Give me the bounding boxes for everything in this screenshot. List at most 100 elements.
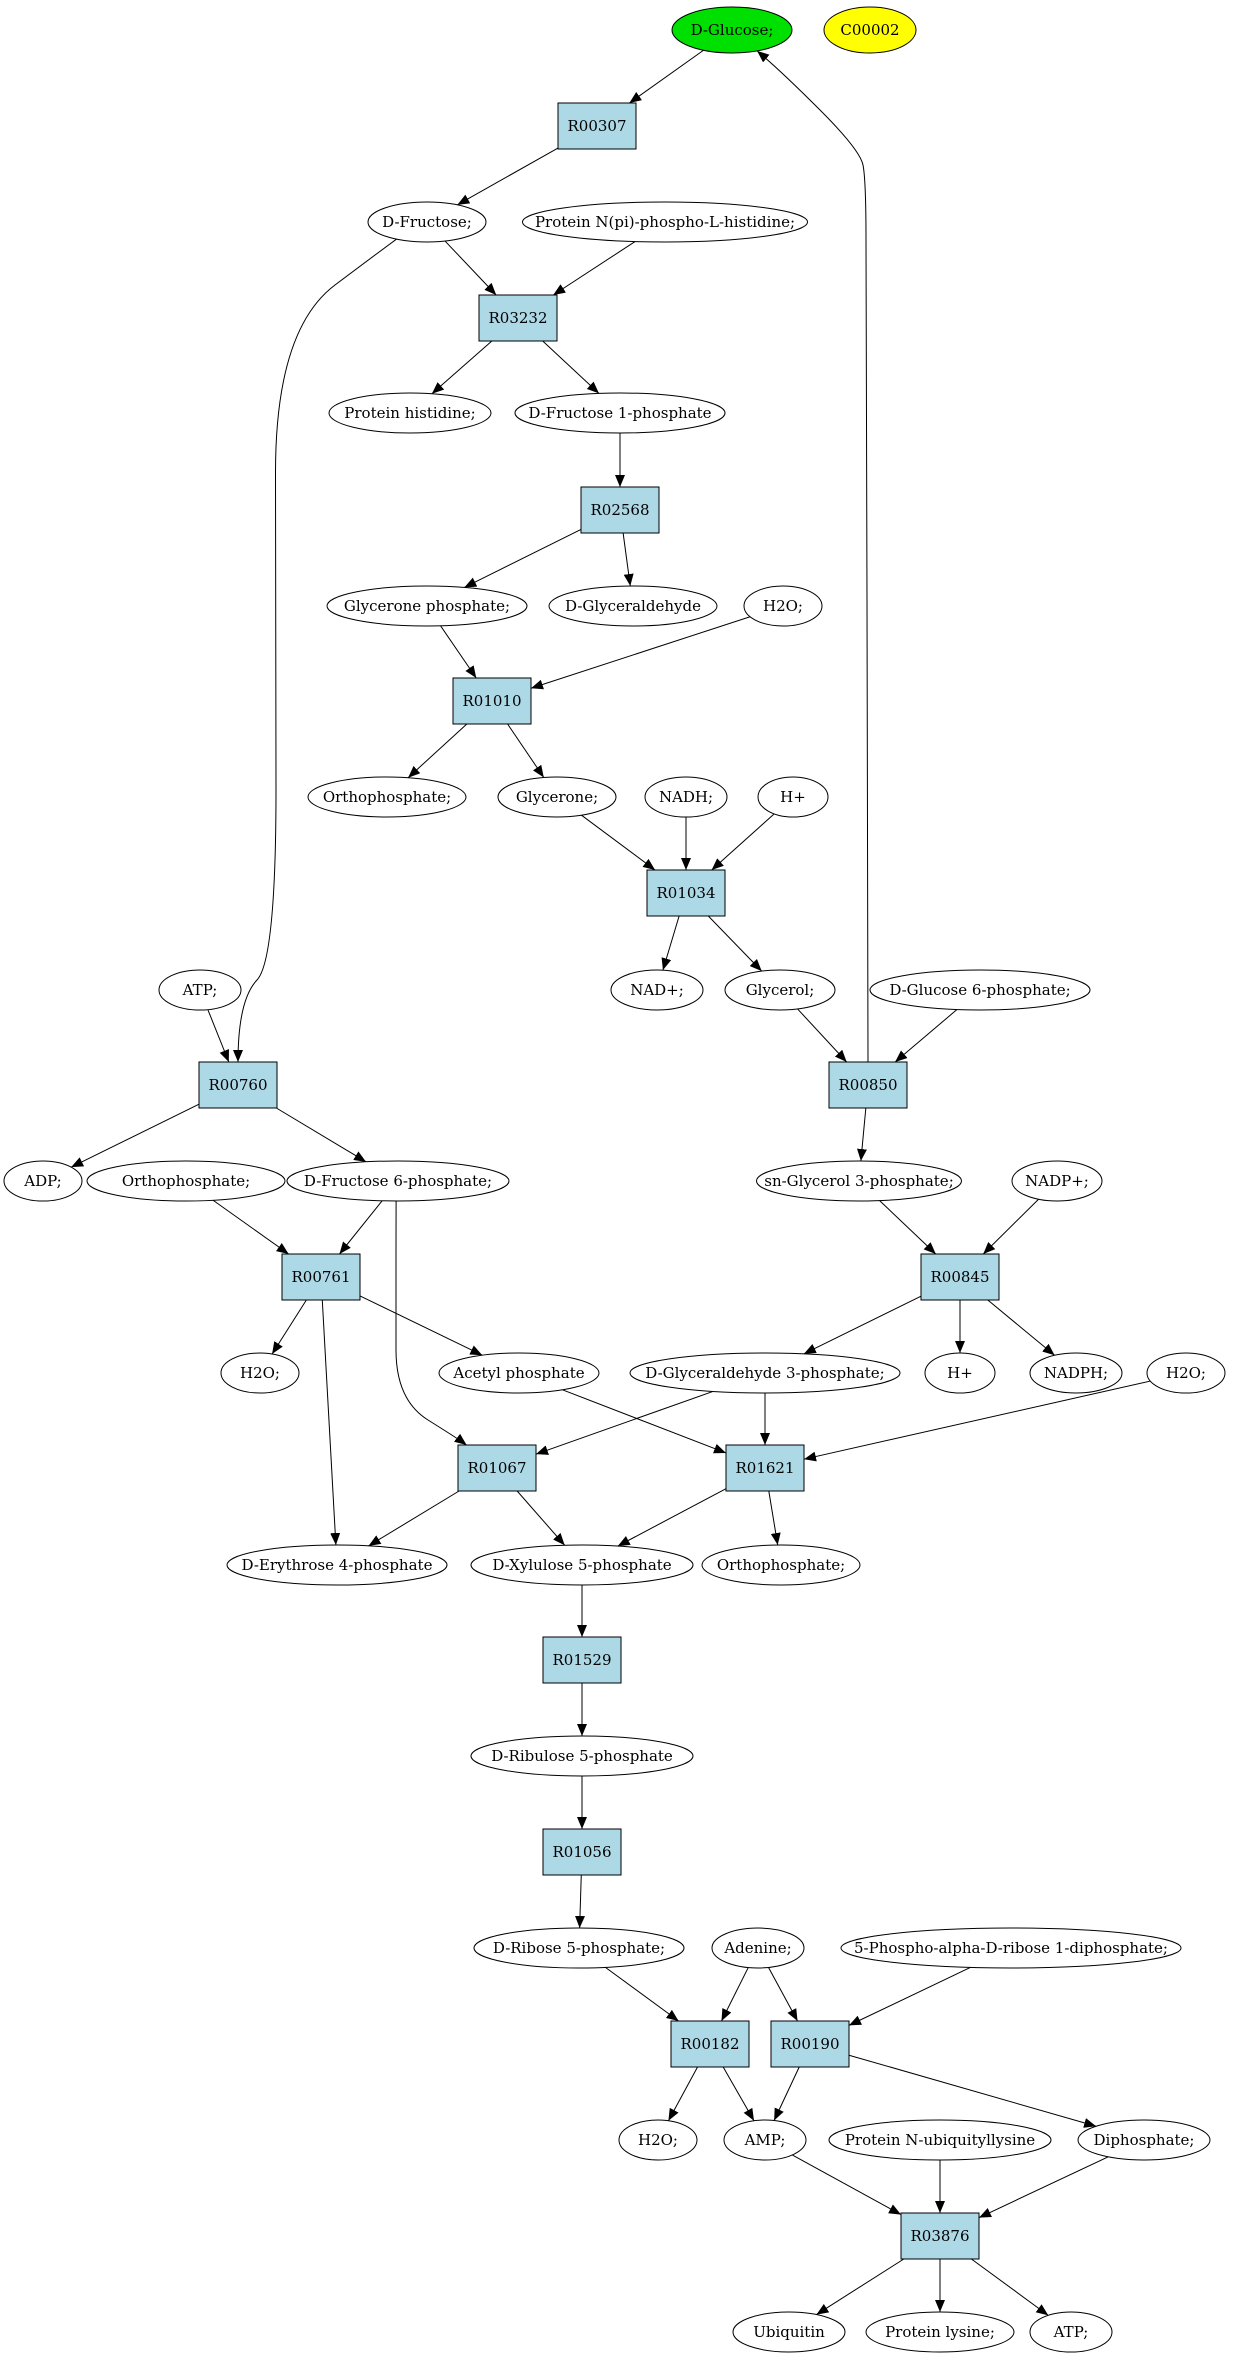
reaction-node-r01034: R01034 [646,869,726,917]
edge-pnphis-to-r03232 [552,241,636,296]
node-label: D-Fructose 1-phosphate [528,404,711,422]
edge-r00845-to-gap [803,1295,922,1355]
edge-r01621-to-pi_3 [768,1490,781,1546]
node-label: 5-Phospho-alpha-D-ribose 1-diphosphate; [854,1939,1168,1957]
compound-ellipse [756,1160,962,1202]
node-label: ATP; [182,981,218,999]
edge-r00850-to-g3p [857,1107,867,1162]
edge-h2o_1-to-r01010 [530,616,751,690]
reaction-box [478,294,558,342]
compound-ellipse [610,969,704,1011]
compound-node-amp: AMP; [723,2119,807,2161]
edge-fru-to-r03232 [444,240,497,296]
edge-r01010-to-gln [507,723,545,778]
compound-ellipse [743,585,823,627]
compound-ellipse [924,1352,996,1394]
node-label: R02568 [590,501,649,519]
edge-r00761-to-h2o_2 [271,1299,307,1355]
compound-node-plys: Protein lysine; [865,2311,1015,2353]
edge-f6p-to-r00761 [339,1200,383,1255]
compound-ellipse [522,201,808,243]
node-label: R03876 [910,2227,969,2245]
reaction-box [542,1828,622,1876]
edge-g3p-to-r00845 [879,1200,937,1255]
node-label: NADPH; [1044,1364,1108,1382]
edge-r01034-to-nadp [661,915,680,971]
compound-node-gln: Glycerone; [497,776,617,818]
node-label: C00002 [840,21,899,39]
compound-ellipse [438,1352,600,1394]
compound-node-h2o_1: H2O; [743,585,823,627]
edge-ppi-to-r03876 [978,2156,1109,2219]
node-label: sn-Glycerol 3-phosphate; [764,1172,954,1190]
reaction-box [900,2212,980,2260]
node-label: R00182 [680,2035,739,2053]
compound-ellipse [711,1927,805,1969]
edge-r00761-to-acp [359,1295,483,1356]
edge-f6p-to-r01067 [395,1200,467,1446]
edge-r00182-to-amp [722,2066,755,2121]
reaction-node-r00760: R00760 [198,1061,278,1109]
reaction-node-r00850: R00850 [828,1061,908,1109]
edge-nadpplus-to-r00845 [982,1198,1039,1255]
node-label: NAD+; [630,981,684,999]
reaction-node-r03232: R03232 [478,294,558,342]
compound-node-g6p: D-Glucose 6-phosphate; [869,969,1091,1011]
node-label: R00307 [567,117,626,135]
edge-r01034-to-glyc [707,915,763,972]
compound-ellipse [840,1927,1182,1969]
node-label: D-Glyceraldehyde 3-phosphate; [645,1364,884,1382]
edge-r00761-to-e4p [321,1299,341,1546]
compound-node-ppi: Diphosphate; [1077,2119,1211,2161]
edge-r00190-to-amp [773,2066,800,2121]
compound-node-ade: Adenine; [711,1927,805,1969]
reaction-box [670,2020,750,2068]
node-label: R01056 [552,1843,611,1861]
node-label: Glycerone phosphate; [344,597,510,615]
compound-ellipse [671,6,793,54]
node-label: D-Xylulose 5-phosphate [492,1556,671,1574]
reaction-box [828,1061,908,1109]
compound-node-e4p: D-Erythrose 4-phosphate [226,1544,448,1586]
compound-ellipse [1146,1352,1226,1394]
node-label: R01067 [467,1459,526,1477]
reaction-node-r00190: R00190 [770,2020,850,2068]
compound-node-nadp: NAD+; [610,969,704,1011]
compound-ellipse [3,1160,83,1202]
compound-ellipse [367,201,487,243]
edge-pi_2-to-r00761 [212,1199,289,1255]
reaction-node-r03876: R03876 [900,2212,980,2260]
edge-glyc-to-r00850 [797,1008,848,1063]
edge-h2o_3-to-r01621 [803,1380,1151,1462]
compound-node-phis: Protein histidine; [328,392,492,434]
edge-r00182-to-h2o_4 [667,2066,698,2121]
node-label: R01010 [462,692,521,710]
reaction-box [281,1253,361,1301]
compound-node-nadph: NADPH; [1029,1352,1123,1394]
compound-node-ru5p: D-Ribulose 5-phosphate [470,1735,694,1777]
reaction-box [542,1636,622,1684]
compound-ellipse [618,2119,698,2161]
compound-node-ubq: Ubiquitin [732,2311,846,2353]
node-label: Diphosphate; [1094,2131,1195,2149]
reaction-node-r00845: R00845 [920,1253,1000,1301]
compound-node-h2o_4: H2O; [618,2119,698,2161]
reaction-node-r00182: R00182 [670,2020,750,2068]
compound-node-pnub: Protein N-ubiquityllysine [828,2119,1052,2161]
compound-ellipse [723,2119,807,2161]
compound-ellipse [226,1544,448,1586]
edge-hplus_1-to-r01034 [711,813,775,871]
compound-ellipse [732,2311,846,2353]
reaction-box [646,869,726,917]
reaction-box [725,1444,805,1492]
compound-node-acp: Acetyl phosphate [438,1352,600,1394]
reaction-node-r02568: R02568 [580,486,660,534]
compound-node-gnp: Glycerone phosphate; [326,585,528,627]
node-label: AMP; [744,2131,786,2149]
compound-node-atp_2: ATP; [1029,2311,1113,2353]
node-label: D-Glucose; [691,21,774,39]
node-label: R01621 [735,1459,794,1477]
compound-node-nadpplus: NADP+; [1011,1160,1103,1202]
compound-ellipse [473,1927,685,1969]
edge-r03232-to-f1p [542,340,600,394]
